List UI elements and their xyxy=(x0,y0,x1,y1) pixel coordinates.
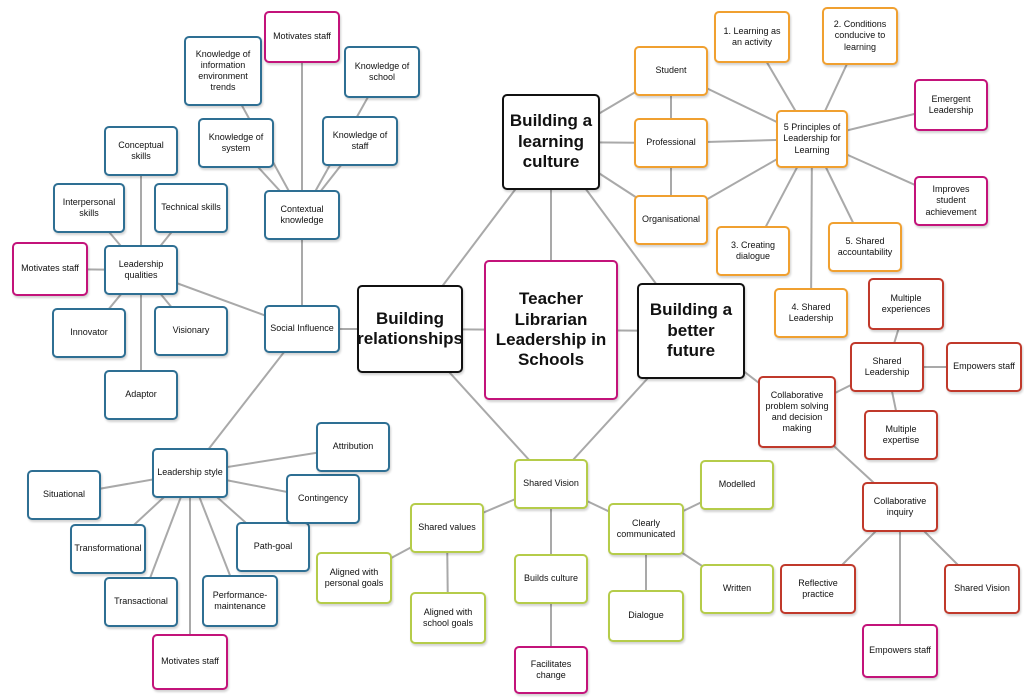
node-shared-values: Shared values xyxy=(410,503,484,553)
node-transformational: Transformational xyxy=(70,524,146,574)
node-leadership-qualities: Leadership qualities xyxy=(104,245,178,295)
node-organisational: Organisational xyxy=(634,195,708,245)
node-collab-problem: Collaborative problem solving and decisi… xyxy=(758,376,836,448)
node-motivates-staff-top: Motivates staff xyxy=(264,11,340,63)
node-knowledge-info-env: Knowledge of information environment tre… xyxy=(184,36,262,106)
node-modelled: Modelled xyxy=(700,460,774,510)
node-building-better-future: Building a better future xyxy=(637,283,745,379)
node-knowledge-staff: Knowledge of staff xyxy=(322,116,398,166)
node-improves-student: Improves student achievement xyxy=(914,176,988,226)
node-learning-activity: 1. Learning as an activity xyxy=(714,11,790,63)
node-leadership-style: Leadership style xyxy=(152,448,228,498)
node-five-principles: 5 Principles of Leadership for Learning xyxy=(776,110,848,168)
node-interpersonal-skills: Interpersonal skills xyxy=(53,183,125,233)
connector-five_principles-shared_leadership_4 xyxy=(810,138,813,314)
node-multiple-experiences: Multiple experiences xyxy=(868,278,944,330)
node-shared-leadership: Shared Leadership xyxy=(850,342,924,392)
node-motivates-staff-left: Motivates staff xyxy=(12,242,88,296)
node-visionary: Visionary xyxy=(154,306,228,356)
node-technical-skills: Technical skills xyxy=(154,183,228,233)
node-collab-inquiry: Collaborative inquiry xyxy=(862,482,938,532)
node-knowledge-system: Knowledge of system xyxy=(198,118,274,168)
node-shared-accountability: 5. Shared accountability xyxy=(828,222,902,272)
node-contingency: Contingency xyxy=(286,474,360,524)
node-empowers-staff-bottom: Empowers staff xyxy=(862,624,938,678)
node-facilitates-change: Facilitates change xyxy=(514,646,588,694)
node-conceptual-skills: Conceptual skills xyxy=(104,126,178,176)
node-written: Written xyxy=(700,564,774,614)
node-multiple-expertise: Multiple expertise xyxy=(864,410,938,460)
node-empowers-staff-right: Empowers staff xyxy=(946,342,1022,392)
node-aligned-school: Aligned with school goals xyxy=(410,592,486,644)
node-dialogue: Dialogue xyxy=(608,590,684,642)
node-performance-maintenance: Performance-maintenance xyxy=(202,575,278,627)
node-adaptor: Adaptor xyxy=(104,370,178,420)
node-attribution: Attribution xyxy=(316,422,390,472)
node-building-relationships: Building relationships xyxy=(357,285,463,373)
node-transactional: Transactional xyxy=(104,577,178,627)
node-professional: Professional xyxy=(634,118,708,168)
node-contextual-knowledge: Contextual knowledge xyxy=(264,190,340,240)
node-path-goal: Path-goal xyxy=(236,522,310,572)
node-conditions-conducive: 2. Conditions conducive to learning xyxy=(822,7,898,65)
node-shared-vision-red: Shared Vision xyxy=(944,564,1020,614)
node-center: Teacher Librarian Leadership in Schools xyxy=(484,260,618,400)
node-emergent-leadership: Emergent Leadership xyxy=(914,79,988,131)
node-student: Student xyxy=(634,46,708,96)
node-social-influence: Social Influence xyxy=(264,305,340,353)
node-reflective-practice: Reflective practice xyxy=(780,564,856,614)
node-builds-culture: Builds culture xyxy=(514,554,588,604)
node-clearly-communicated: Clearly communicated xyxy=(608,503,684,555)
node-building-learning-culture: Building a learning culture xyxy=(502,94,600,190)
node-situational: Situational xyxy=(27,470,101,520)
node-creating-dialogue: 3. Creating dialogue xyxy=(716,226,790,276)
node-shared-leadership-4: 4. Shared Leadership xyxy=(774,288,848,338)
node-shared-vision: Shared Vision xyxy=(514,459,588,509)
node-innovator: Innovator xyxy=(52,308,126,358)
node-aligned-personal: Aligned with personal goals xyxy=(316,552,392,604)
node-knowledge-school: Knowledge of school xyxy=(344,46,420,98)
node-motivates-staff-bottom: Motivates staff xyxy=(152,634,228,690)
